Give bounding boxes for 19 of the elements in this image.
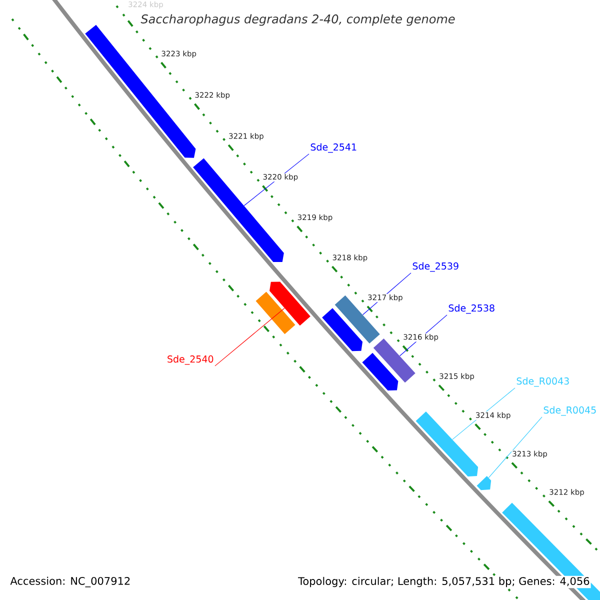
gene-label: Sde_2540 xyxy=(168,355,214,365)
gene-feature xyxy=(270,282,310,326)
gene-feature xyxy=(85,24,196,158)
gene-feature xyxy=(362,352,398,391)
gene-label: Sde_2539 xyxy=(412,262,458,272)
gene-label: Sde_R0045 xyxy=(544,406,596,416)
title: Saccharophagus degradans 2-40, complete genome xyxy=(140,14,455,26)
leader-line xyxy=(488,416,542,478)
gene-label: Sde_R0043 xyxy=(516,377,569,387)
gene-label: Sde_2541 xyxy=(310,143,356,153)
gene-feature xyxy=(322,308,363,352)
gene-feature xyxy=(193,158,284,262)
gene-feature xyxy=(256,292,296,334)
footer-text: Topology: circular; Length: 5,057,531 bp; Genes: 4,056 xyxy=(297,576,591,588)
gene-feature xyxy=(373,338,416,383)
footer-text: Accession: NC_007912 xyxy=(9,576,132,588)
gene-feature xyxy=(476,476,492,490)
leader-line xyxy=(214,308,285,366)
gene-label: Sde_2538 xyxy=(448,304,494,314)
